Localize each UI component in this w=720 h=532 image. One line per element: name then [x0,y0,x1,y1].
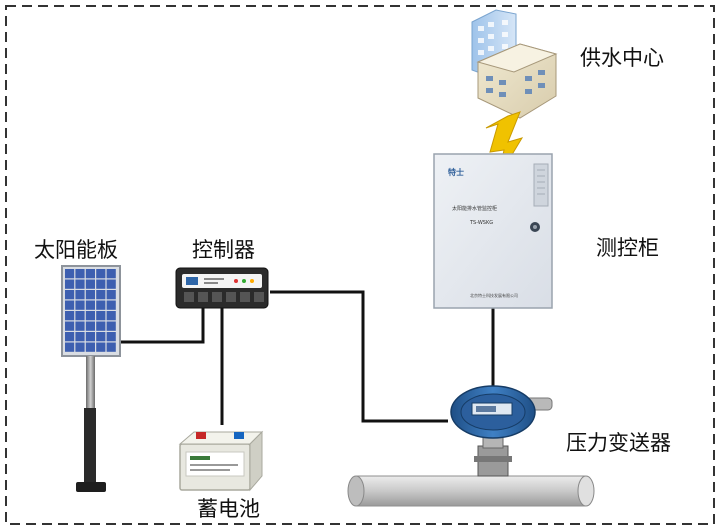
solar-cell [85,332,95,342]
solar-cell [75,269,85,279]
solar-cell [106,342,116,352]
solar-cell [65,342,75,352]
wire-controller-to-transmitter [270,290,448,423]
solar-cell [96,290,106,300]
solar-cell [85,300,95,310]
solar-cell [106,290,116,300]
solar-cell [85,321,95,331]
solar-cell [65,300,75,310]
label-controller: 控制器 [192,238,255,262]
solar-panel-icon [61,265,121,492]
solar-cell [85,342,95,352]
solar-cell [96,332,106,342]
solar-cell [85,269,95,279]
solar-cell [75,300,85,310]
cabinet-footer-text: 北京特士科技发展有限公司 [470,292,518,298]
solar-cell [96,321,106,331]
wires [118,290,495,425]
solar-cell [75,332,85,342]
office-building-icon [471,9,558,119]
solar-cell [106,300,116,310]
solar-cell [85,311,95,321]
solar-cell [75,279,85,289]
solar-cell [65,332,75,342]
solar-cell [75,290,85,300]
label-solar-panel: 太阳能板 [34,238,118,262]
cabinet-brand-text: 特士 [448,167,464,177]
solar-cell [65,279,75,289]
solar-cell [96,311,106,321]
cabinet-title-text: 太阳能排水管监控柜 [452,205,497,212]
solar-cell [75,321,85,331]
solar-cell [106,321,116,331]
label-water-center: 供水中心 [580,46,664,70]
solar-cell [65,311,75,321]
label-cabinet: 测控柜 [596,236,659,260]
solar-cell [106,332,116,342]
solar-cell [106,311,116,321]
solar-cell [85,290,95,300]
solar-cell [96,342,106,352]
label-transmitter: 压力变送器 [566,431,671,455]
charge-controller-icon [175,267,269,309]
water-pipe-icon [347,475,595,507]
solar-cell [96,300,106,310]
solar-cell [65,269,75,279]
solar-cell [106,269,116,279]
solar-cell [65,290,75,300]
solar-cell [106,279,116,289]
solar-cell [75,342,85,352]
pressure-transmitter-icon [450,385,553,477]
cabinet-model-text: TS-WSKG [469,220,493,226]
wire-panel-to-controller [118,308,205,344]
solar-cell [75,311,85,321]
solar-cell [96,279,106,289]
solar-cell [96,269,106,279]
solar-cell [65,321,75,331]
control-cabinet-icon: 特士 太阳能排水管监控柜 TS-WSKG 北京特士科技发展有限公司 [433,153,553,309]
battery-icon [178,430,264,492]
label-battery: 蓄电池 [197,497,260,521]
system-boundary [5,5,715,525]
solar-cell [85,279,95,289]
